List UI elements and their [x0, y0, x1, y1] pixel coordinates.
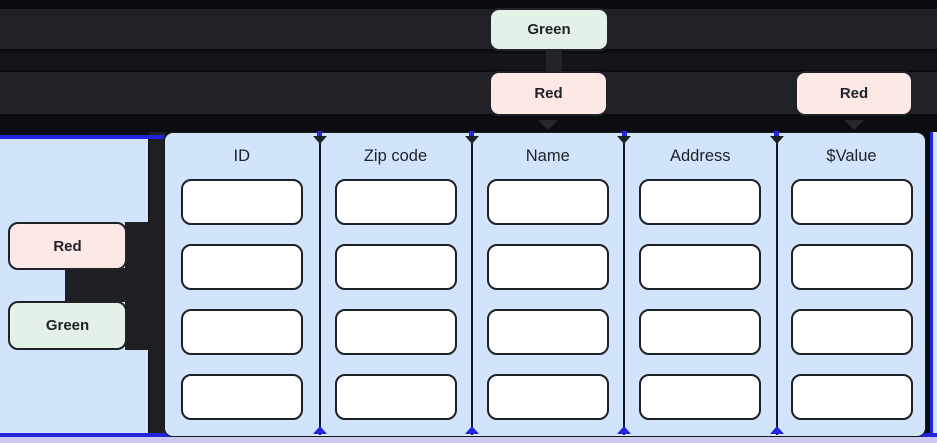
cell-input[interactable]: [180, 309, 303, 355]
cell-input[interactable]: [486, 309, 609, 355]
column-divider-edge: [318, 134, 321, 435]
edge-entry-icon: [621, 131, 627, 137]
column-divider-edge: [775, 134, 778, 435]
cell-input[interactable]: [486, 374, 609, 420]
edge-left-green-connector: [125, 300, 151, 350]
column-cells: [334, 179, 457, 420]
arrow-up-icon: [769, 426, 784, 434]
cell-input[interactable]: [639, 179, 762, 225]
badge-label: Green: [527, 21, 571, 38]
cell-input[interactable]: [790, 309, 913, 355]
table-column-address[interactable]: Address: [625, 133, 776, 436]
arrow-down-icon: [464, 136, 479, 144]
selection-border-top: [0, 135, 164, 139]
cell-input[interactable]: [334, 179, 457, 225]
cell-input[interactable]: [639, 309, 762, 355]
edge-left-red-connector: [125, 222, 151, 270]
edge-red-to-green-connector: [65, 268, 151, 302]
badge-red-center[interactable]: Red: [489, 71, 608, 116]
cell-input[interactable]: [334, 309, 457, 355]
cell-input[interactable]: [486, 244, 609, 290]
arrow-up-icon: [464, 426, 479, 434]
table-column-zip-code[interactable]: Zip code: [321, 133, 471, 436]
badge-label: Red: [534, 85, 563, 102]
badge-red-left-panel[interactable]: Red: [8, 222, 127, 270]
edge-entry-icon: [774, 131, 779, 137]
badge-label: Red: [839, 85, 869, 102]
cell-input[interactable]: [180, 374, 303, 420]
cell-input[interactable]: [639, 374, 762, 420]
badge-green-left-panel[interactable]: Green: [8, 301, 127, 350]
arrow-down-icon: [769, 136, 784, 144]
table-column-name[interactable]: Name: [473, 133, 624, 436]
badge-green-top[interactable]: Green: [489, 8, 609, 51]
lane-row-middle[interactable]: [0, 70, 937, 116]
right-partial-node[interactable]: [930, 132, 937, 433]
edge-green-to-red: [546, 50, 562, 72]
arrow-down-icon: [538, 120, 558, 130]
cell-input[interactable]: [790, 244, 913, 290]
arrow-down-icon: [844, 120, 864, 130]
badge-label: Green: [45, 317, 90, 334]
edge-entry-icon: [317, 131, 322, 137]
table-column-value[interactable]: $Value: [778, 133, 926, 436]
cell-input[interactable]: [334, 244, 457, 290]
lane-row-top[interactable]: [0, 7, 937, 51]
column-cells: [180, 179, 303, 420]
bottom-partial-node[interactable]: [0, 437, 937, 443]
canvas-gap: [0, 116, 937, 132]
column-divider-edge: [470, 134, 473, 435]
badge-red-right[interactable]: Red: [795, 71, 913, 116]
arrow-down-icon: [312, 136, 327, 144]
cell-input[interactable]: [180, 179, 303, 225]
edge-entry-icon: [469, 131, 474, 137]
arrow-down-icon: [617, 136, 631, 144]
cell-input[interactable]: [180, 244, 303, 290]
column-header: Zip code: [363, 147, 428, 165]
table-column-id[interactable]: ID: [165, 133, 319, 436]
column-divider-edge: [623, 134, 625, 435]
table-node[interactable]: ID Zip code Name: [164, 131, 926, 437]
cell-input[interactable]: [486, 179, 609, 225]
arrow-up-icon: [312, 426, 327, 434]
cell-input[interactable]: [790, 374, 913, 420]
column-cells: [790, 179, 913, 420]
badge-label: Red: [53, 237, 82, 255]
edge-bundle-vertical: [149, 132, 166, 433]
cell-input[interactable]: [639, 244, 762, 290]
column-header: ID: [233, 147, 251, 165]
column-cells: [639, 179, 762, 420]
arrow-up-icon: [617, 426, 631, 434]
column-header: Name: [525, 147, 570, 165]
column-header: Address: [669, 147, 731, 165]
column-header: $Value: [826, 147, 877, 165]
lane-gap: [0, 53, 937, 70]
cell-input[interactable]: [790, 179, 913, 225]
column-cells: [486, 179, 609, 420]
cell-input[interactable]: [334, 374, 457, 420]
